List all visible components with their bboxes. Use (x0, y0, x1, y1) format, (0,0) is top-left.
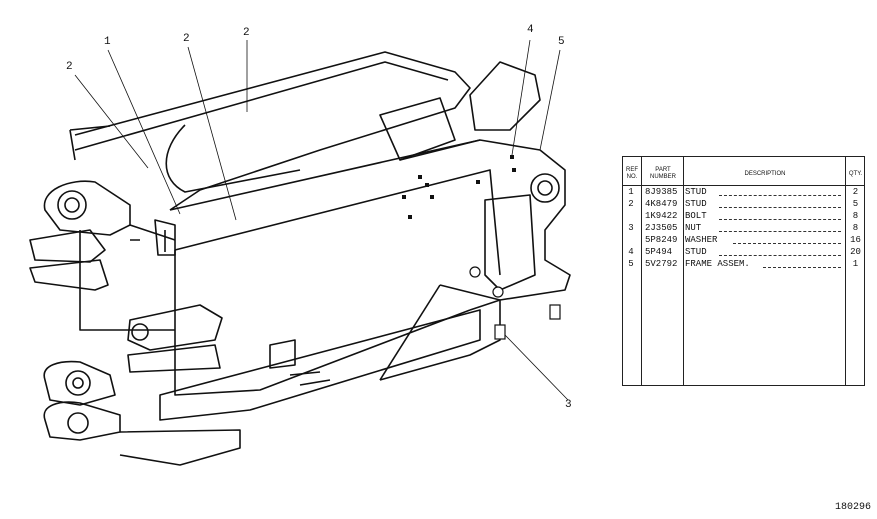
header-qty: QTY. (848, 171, 863, 177)
header-ref-no: REF NO. (626, 167, 638, 180)
drawing-number: 180296 (834, 502, 871, 513)
table-cell-ref: 4 (628, 247, 634, 257)
table-cell-description: WASHER (685, 235, 718, 245)
dotted-leader (763, 267, 841, 268)
header-part-number: PART NUMBER (649, 167, 676, 180)
callout-2-middle: 2 (183, 33, 190, 45)
table-cell-qty: 5 (852, 199, 859, 209)
table-cell-part-number: 5P494 (645, 247, 673, 257)
table-cell-description: STUD (685, 199, 707, 209)
dotted-leader (719, 255, 841, 256)
table-cell-qty: 2 (852, 187, 859, 197)
callout-1: 1 (104, 36, 111, 48)
table-cell-description: FRAME ASSEM. (685, 259, 750, 269)
callout-2-right: 2 (243, 27, 250, 39)
table-cell-qty: 8 (852, 223, 859, 233)
table-cell-part-number: 4K8479 (645, 199, 678, 209)
dotted-leader (719, 219, 841, 220)
column-divider (845, 157, 846, 385)
table-cell-description: STUD (685, 247, 707, 257)
dotted-leader (719, 195, 841, 196)
table-cell-part-number: 1K9422 (645, 211, 678, 221)
dotted-leader (719, 207, 841, 208)
table-cell-part-number: 5P8249 (645, 235, 678, 245)
table-cell-qty: 1 (852, 259, 859, 269)
table-cell-ref: 3 (628, 223, 634, 233)
table-cell-ref: 5 (628, 259, 634, 269)
table-cell-part-number: 8J9385 (645, 187, 678, 197)
column-divider (683, 157, 684, 385)
table-cell-description: BOLT (685, 211, 707, 221)
table-cell-part-number: 2J3505 (645, 223, 678, 233)
table-cell-description: STUD (685, 187, 707, 197)
column-divider (641, 157, 642, 385)
frame-assembly-illustration (29, 39, 571, 466)
dotted-leader (733, 243, 841, 244)
header-description: DESCRIPTION (744, 171, 786, 177)
table-cell-description: NUT (685, 223, 702, 233)
callout-4: 4 (527, 24, 534, 36)
callout-2-left: 2 (66, 61, 73, 73)
callout-3: 3 (565, 399, 572, 411)
parts-table: REF NO. PART NUMBER DESCRIPTION QTY. 1 8… (622, 156, 865, 386)
table-cell-qty: 16 (850, 235, 861, 245)
table-cell-qty: 8 (852, 211, 859, 221)
header-divider (623, 185, 864, 186)
table-cell-qty: 20 (850, 247, 861, 257)
table-cell-part-number: 5V2792 (645, 259, 678, 269)
callout-5: 5 (558, 36, 565, 48)
table-cell-ref: 2 (628, 199, 634, 209)
dotted-leader (719, 231, 841, 232)
table-cell-ref: 1 (628, 187, 634, 197)
